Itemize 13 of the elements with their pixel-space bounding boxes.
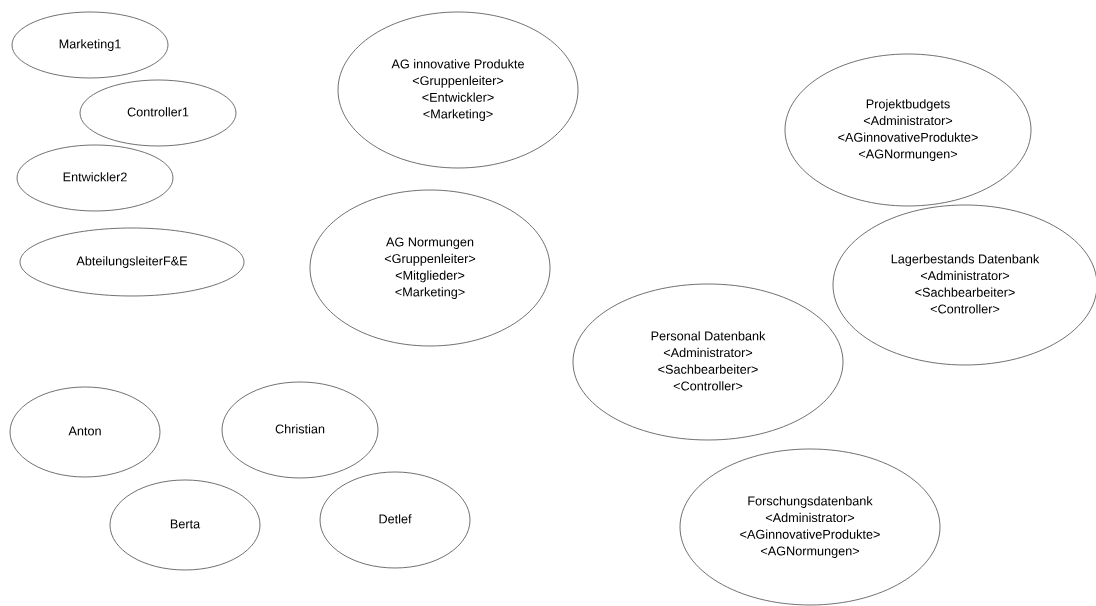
ellipse-node: Christian: [221, 381, 379, 479]
ellipse-node: Marketing1: [11, 11, 169, 79]
ellipse-node: Detlef: [319, 471, 471, 569]
ellipse-node: Entwickler2: [16, 144, 174, 212]
ellipse-node: Berta: [109, 479, 261, 571]
ellipse-node: AG Normungen <Gruppenleiter> <Mitglieder> <Marketing>: [309, 189, 551, 347]
ellipse-node: Projektbudgets <Administrator> <AGinnovativeProdukte> <AGNormungen>: [784, 53, 1032, 207]
ellipse-node: Controller1: [79, 79, 237, 147]
ellipse-node: Personal Datenbank <Administrator> <Sachbearbeiter> <Controller>: [572, 283, 844, 441]
ellipse-node: AbteilungsleiterF&E: [19, 227, 245, 297]
ellipse-node: Forschungsdatenbank <Administrator> <AGinnovativeProdukte> <AGNormungen>: [679, 448, 941, 606]
ellipse-node: AG innovative Produkte <Gruppenleiter> <Entwickler> <Marketing>: [337, 11, 579, 169]
ellipse-node: Anton: [9, 386, 161, 478]
